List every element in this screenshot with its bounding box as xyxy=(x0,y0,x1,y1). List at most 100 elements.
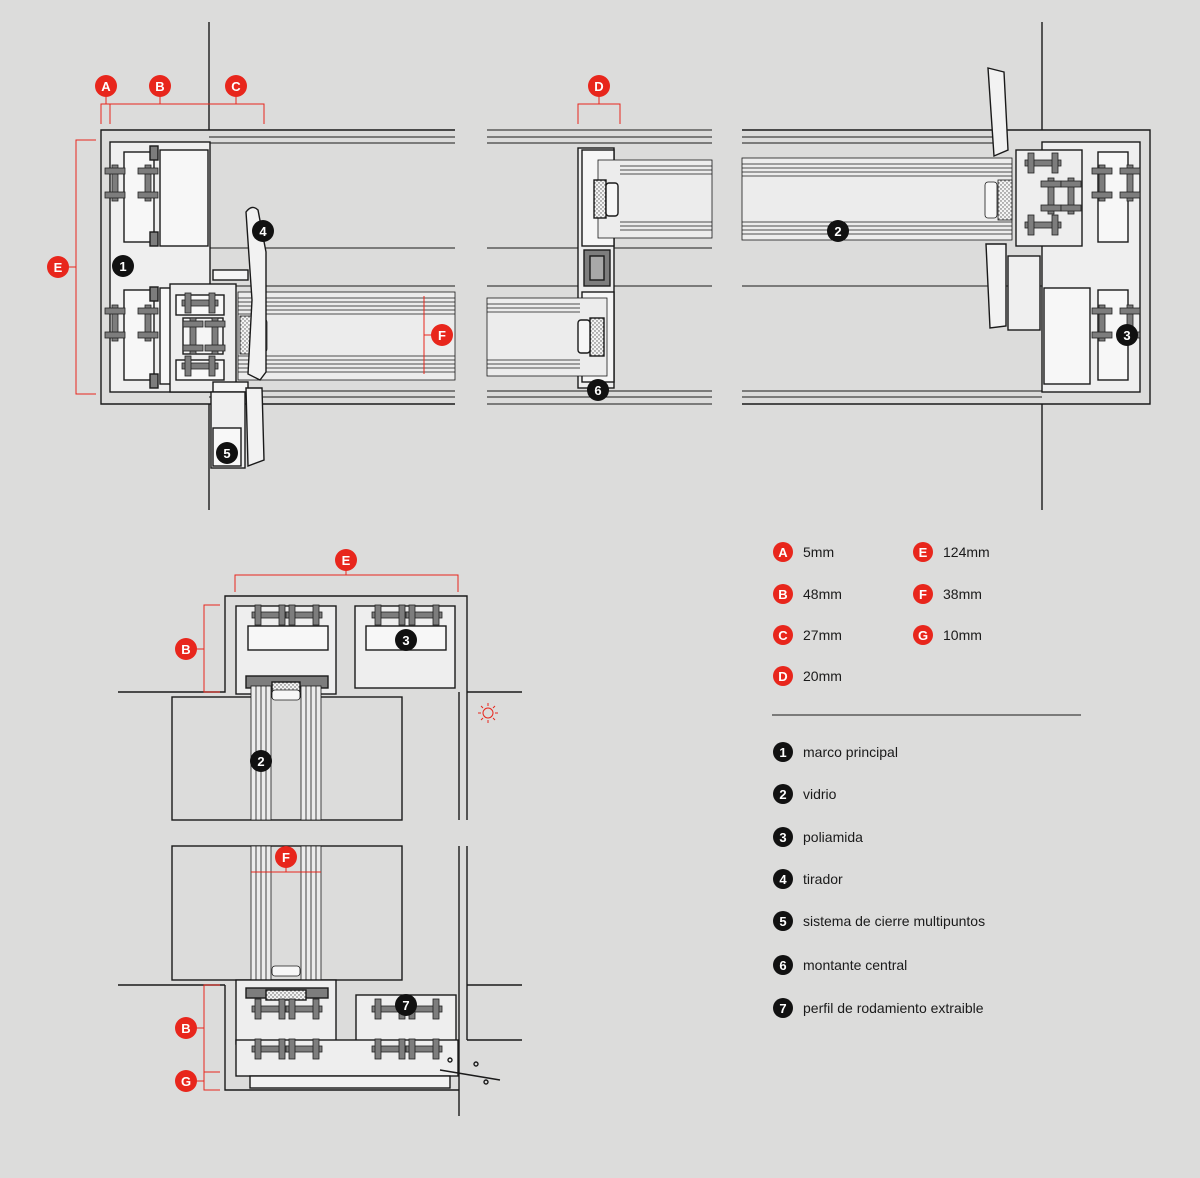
svg-text:A: A xyxy=(101,79,111,94)
svg-text:poliamida: poliamida xyxy=(803,829,863,845)
svg-text:E: E xyxy=(54,260,63,275)
dimension-marker-e-vertical: E xyxy=(335,549,357,571)
svg-text:marco principal: marco principal xyxy=(803,744,898,760)
legend-part-2: 2 vidrio xyxy=(773,784,837,804)
left-glazing xyxy=(237,291,456,381)
svg-text:5: 5 xyxy=(223,446,230,461)
legend-item-e: E 124mm xyxy=(913,542,990,562)
svg-text:B: B xyxy=(155,79,164,94)
sun-icon xyxy=(478,703,498,723)
part-marker-1: 1 xyxy=(112,255,134,277)
part-marker-7: 7 xyxy=(395,994,417,1016)
svg-text:vidrio: vidrio xyxy=(803,786,837,802)
left-main-frame xyxy=(104,141,249,393)
svg-text:48mm: 48mm xyxy=(803,586,842,602)
dimension-marker-d: D xyxy=(588,75,610,97)
svg-text:3: 3 xyxy=(779,830,786,845)
svg-text:sistema de cierre multipuntos: sistema de cierre multipuntos xyxy=(803,913,985,929)
dimension-marker-a: A xyxy=(95,75,117,97)
dimension-marker-b: B xyxy=(149,75,171,97)
legend-item-g: G 10mm xyxy=(913,625,982,645)
part-marker-2: 2 xyxy=(827,220,849,242)
dimension-marker-b-top: B xyxy=(175,638,197,660)
svg-text:5mm: 5mm xyxy=(803,544,834,560)
legend-part-1: 1 marco principal xyxy=(773,742,898,762)
legend-parts: 1 marco principal 2 vidrio 3 poliamida 4… xyxy=(773,742,985,1018)
svg-text:4: 4 xyxy=(259,224,267,239)
handle-left-lower xyxy=(245,387,265,468)
legend-dimensions: A 5mm B 48mm C 27mm D 20mm E 124mm xyxy=(773,542,990,686)
svg-text:tirador: tirador xyxy=(803,871,843,887)
svg-text:2: 2 xyxy=(257,754,264,769)
svg-text:C: C xyxy=(231,79,241,94)
svg-text:montante central: montante central xyxy=(803,957,907,973)
svg-text:20mm: 20mm xyxy=(803,668,842,684)
svg-text:38mm: 38mm xyxy=(943,586,982,602)
part-marker-5: 5 xyxy=(216,442,238,464)
legend-part-6: 6 montante central xyxy=(773,955,907,975)
svg-text:G: G xyxy=(181,1074,191,1089)
dimension-marker-b-bottom: B xyxy=(175,1017,197,1039)
svg-text:3: 3 xyxy=(1123,328,1130,343)
handle-left xyxy=(245,206,267,381)
legend-item-f: F 38mm xyxy=(913,584,982,604)
part-marker-2-vertical: 2 xyxy=(250,750,272,772)
svg-text:B: B xyxy=(778,587,787,602)
legend-part-7: 7 perfil de rodamiento extraible xyxy=(773,998,984,1018)
svg-text:F: F xyxy=(919,587,927,602)
dimension-marker-f-vertical: F xyxy=(275,846,297,868)
legend-item-d: D 20mm xyxy=(773,666,842,686)
bottom-dimension-lines xyxy=(186,560,459,1091)
svg-text:6: 6 xyxy=(779,958,786,973)
vertical-glass xyxy=(250,685,322,981)
dimension-marker-g: G xyxy=(175,1070,197,1092)
svg-text:E: E xyxy=(919,545,928,560)
svg-text:E: E xyxy=(342,553,351,568)
part-marker-6: 6 xyxy=(587,379,609,401)
part-marker-3-vertical: 3 xyxy=(395,629,417,651)
svg-text:7: 7 xyxy=(779,1001,786,1016)
svg-text:10mm: 10mm xyxy=(943,627,982,643)
drip-line xyxy=(439,1069,501,1081)
legend-part-3: 3 poliamida xyxy=(773,827,863,847)
legend-part-4: 4 tirador xyxy=(773,869,843,889)
svg-text:27mm: 27mm xyxy=(803,627,842,643)
svg-text:B: B xyxy=(181,1021,190,1036)
legend-item-a: A 5mm xyxy=(773,542,834,562)
svg-text:A: A xyxy=(778,545,788,560)
part-marker-4: 4 xyxy=(252,220,274,242)
svg-text:perfil de rodamiento extraible: perfil de rodamiento extraible xyxy=(803,1000,984,1016)
legend-part-5: 5 sistema de cierre multipuntos xyxy=(773,911,985,931)
svg-text:7: 7 xyxy=(402,998,409,1013)
handle-right-upper xyxy=(987,67,1009,158)
handle-right-lower xyxy=(985,243,1007,329)
svg-text:C: C xyxy=(778,628,788,643)
part-marker-3: 3 xyxy=(1116,324,1138,346)
svg-text:124mm: 124mm xyxy=(943,544,990,560)
horizontal-section xyxy=(100,22,1151,510)
svg-text:3: 3 xyxy=(402,633,409,648)
vertical-section xyxy=(118,595,522,1116)
central-mullion xyxy=(486,147,713,389)
rolling-track xyxy=(235,1039,459,1077)
svg-text:D: D xyxy=(778,669,787,684)
svg-text:B: B xyxy=(181,642,190,657)
svg-text:F: F xyxy=(438,328,446,343)
dimension-marker-f: F xyxy=(431,324,453,346)
svg-text:4: 4 xyxy=(779,872,787,887)
svg-text:5: 5 xyxy=(779,914,786,929)
svg-text:G: G xyxy=(918,628,928,643)
svg-text:2: 2 xyxy=(779,787,786,802)
legend-item-b: B 48mm xyxy=(773,584,842,604)
dimension-marker-e: E xyxy=(47,256,69,278)
svg-text:6: 6 xyxy=(594,383,601,398)
right-glazing xyxy=(741,157,1013,241)
right-main-frame xyxy=(1015,141,1141,393)
legend-item-c: C 27mm xyxy=(773,625,842,645)
svg-text:1: 1 xyxy=(119,259,126,274)
legend: A 5mm B 48mm C 27mm D 20mm E 124mm xyxy=(772,542,1081,1018)
dimension-marker-c: C xyxy=(225,75,247,97)
svg-text:1: 1 xyxy=(779,745,786,760)
svg-text:2: 2 xyxy=(834,224,841,239)
